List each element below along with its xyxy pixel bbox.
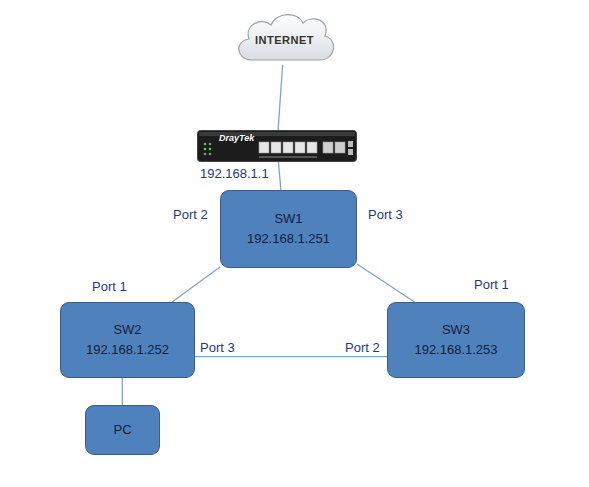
router-device: DrayTek192.168.1.1	[197, 130, 357, 162]
brand-label: DrayTek	[219, 133, 254, 143]
port-label: Port 2	[173, 207, 208, 222]
network-link	[172, 267, 220, 302]
device-name: SW3	[442, 320, 470, 340]
ip-address: 192.168.1.252	[86, 340, 169, 360]
pc-box: PC	[85, 405, 160, 455]
port-label: Port 3	[200, 340, 235, 355]
switch-box: SW1192.168.1.251	[220, 190, 357, 268]
device-name: PC	[113, 420, 131, 440]
network-link	[195, 356, 387, 357]
cloud-label: INTERNET	[232, 34, 337, 46]
device-name: SW1	[274, 209, 302, 229]
port-label: Port 2	[345, 340, 380, 355]
device-name: SW2	[113, 320, 141, 340]
ip-address: 192.168.1.1	[200, 166, 269, 181]
ip-address: 192.168.1.253	[414, 340, 497, 360]
switch-box: SW2192.168.1.252	[60, 302, 195, 378]
port-label: Port 1	[92, 279, 127, 294]
network-link	[278, 65, 282, 130]
switch-box: SW3192.168.1.253	[387, 302, 525, 378]
network-link	[357, 264, 415, 302]
cloud-node: INTERNET	[232, 10, 337, 65]
port-label: Port 1	[474, 277, 509, 292]
port-label: Port 3	[368, 207, 403, 222]
ip-address: 192.168.1.251	[247, 229, 330, 249]
network-link	[122, 378, 123, 405]
network-link	[278, 162, 280, 190]
